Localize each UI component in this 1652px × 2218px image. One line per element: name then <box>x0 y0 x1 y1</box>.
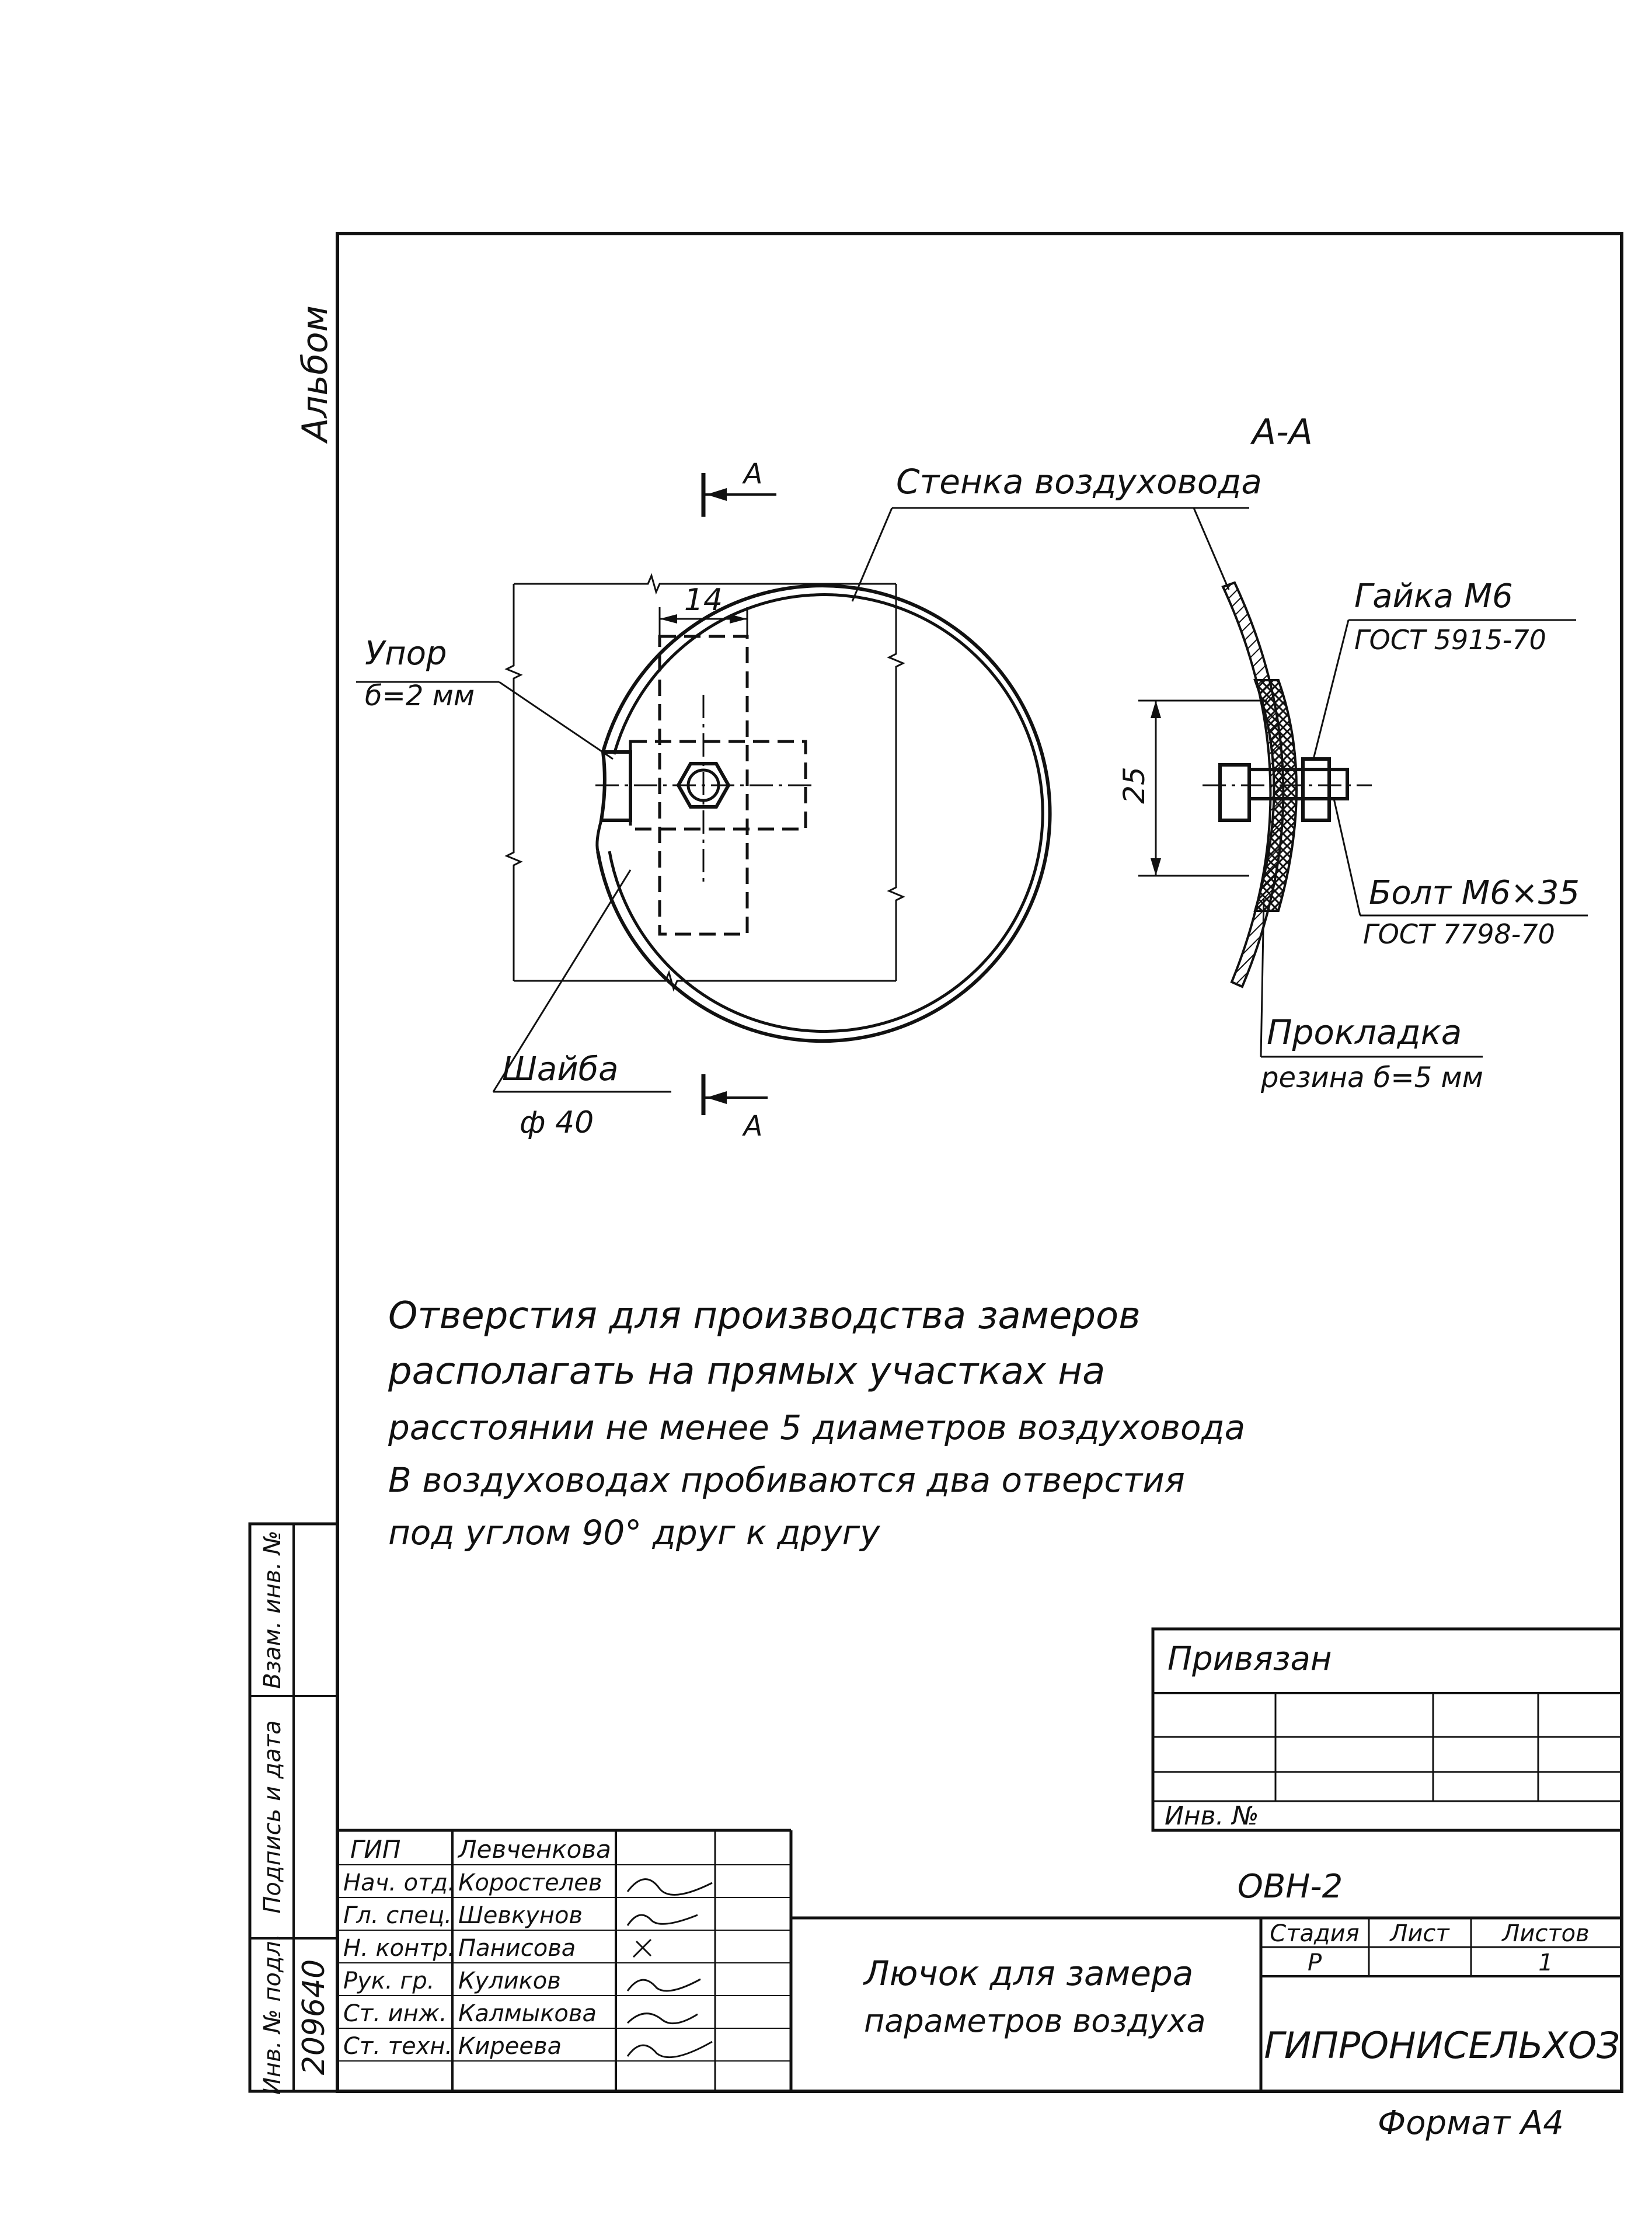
callout-gasket: Прокладка резина б=5 мм <box>1260 899 1483 1094</box>
slot-dashed <box>629 635 807 936</box>
sheet-label: Лист <box>1389 1920 1450 1947</box>
org-name: ГИПРОНИСЕЛЬХОЗ <box>1264 2024 1619 2067</box>
washer <box>595 584 1052 1043</box>
nut-plan <box>676 762 731 809</box>
signatures <box>626 1878 713 2059</box>
role-senior-eng: Ст. инж. <box>343 2000 447 2027</box>
note-line-3: расстоянии не менее 5 диаметров воздухов… <box>388 1408 1245 1447</box>
binding-title: Привязан <box>1167 1640 1332 1678</box>
stage-value: Р <box>1308 1949 1322 1976</box>
section-marker-top: А <box>701 458 776 517</box>
sheets-label: Листов <box>1501 1920 1589 1947</box>
drawing-frame <box>336 232 1623 2093</box>
name-group-head: Куликов <box>458 1968 561 1994</box>
bolt-shank <box>1247 768 1349 800</box>
name-norm-control: Панисова <box>458 1935 576 1962</box>
designation: ОВН-2 <box>1238 1868 1343 1906</box>
role-gip: ГИП <box>350 1835 400 1864</box>
cut-letter-top: А <box>742 458 763 490</box>
section-height-dimension: 25 <box>1117 699 1267 877</box>
note-line-5: под углом 90° друг к другу <box>388 1513 880 1552</box>
bolt-std: ГОСТ 7798-70 <box>1363 918 1555 950</box>
callout-stop: Упор б=2 мм <box>356 635 614 760</box>
name-head-dept: Коростелев <box>458 1869 602 1896</box>
role-norm-control: Н. контр. <box>343 1935 455 1962</box>
section-view: 25 <box>1117 581 1372 988</box>
nut-label: Гайка М6 <box>1354 577 1513 615</box>
binding-inv-label: Инв. № <box>1165 1801 1259 1831</box>
callout-nut: Гайка М6 ГОСТ 5915-70 <box>1312 577 1576 760</box>
gasket-section <box>1253 679 1298 912</box>
callout-washer: Шайба ф 40 <box>492 869 671 1140</box>
title-block: ГИП Левченкова Нач. отд. Коростелев Гл. … <box>337 1829 1622 2091</box>
note-line-1: Отверстия для производства замеров <box>388 1294 1141 1338</box>
section-marker-bottom: А <box>701 1074 768 1143</box>
stage-label: Стадия <box>1270 1920 1359 1947</box>
section-height-value: 25 <box>1117 767 1151 804</box>
name-senior-tech: Киреева <box>458 2033 562 2060</box>
bolt-label: Болт М6×35 <box>1369 874 1580 912</box>
cut-letter-bottom: А <box>742 1110 763 1143</box>
gasket-label: Прокладка <box>1267 1012 1462 1052</box>
note-line-2: располагать на прямых участках на <box>388 1350 1105 1393</box>
duct-wall-label: Стенка воздуховода <box>896 462 1262 502</box>
note-line-4: В воздуховодах пробиваются два отверстия <box>388 1460 1185 1500</box>
roles-grid <box>337 1830 791 2091</box>
wall-fragment <box>504 573 905 992</box>
notes-block: Отверстия для производства замеров распо… <box>388 1294 1245 1552</box>
stop-thickness: б=2 мм <box>365 680 475 712</box>
stamp-inv-orig: Инв. № подл. <box>259 1934 286 2095</box>
sheets-total-value: 1 <box>1538 1949 1553 1976</box>
bolt-head <box>1218 763 1251 822</box>
format-label: Формат А4 <box>1378 2104 1564 2142</box>
role-head-dept: Нач. отд. <box>343 1869 455 1896</box>
binding-block: Привязан Инв. № <box>1151 1627 1623 1832</box>
name-gip: Левченкова <box>457 1835 611 1864</box>
stamp-sign-date: Подпись и дата <box>259 1720 286 1913</box>
stamp-inv-number: 209640 <box>297 1959 332 2076</box>
stop-label: Упор <box>365 635 447 673</box>
side-stamp: Инв. № подл. Подпись и дата Взам. инв. №… <box>248 1522 339 2095</box>
nut-section <box>1301 757 1331 822</box>
slot-width-value: 14 <box>684 583 723 618</box>
callout-duct-wall: Стенка воздуховода <box>851 462 1262 602</box>
washer-diameter: ф 40 <box>520 1105 594 1140</box>
plan-view: 14 <box>504 573 1052 1043</box>
section-label: А-А <box>1250 412 1313 452</box>
nut-std: ГОСТ 5915-70 <box>1354 624 1546 656</box>
album-label: Альбом <box>295 305 336 444</box>
stamp-replace-inv: Взам. инв. № <box>259 1530 286 1689</box>
plan-centerlines <box>595 695 817 887</box>
callout-bolt: Болт М6×35 ГОСТ 7798-70 <box>1333 798 1588 950</box>
role-chief-spec: Гл. спец. <box>343 1902 452 1929</box>
name-senior-eng: Калмыкова <box>458 2000 597 2027</box>
stop-plate <box>599 750 632 822</box>
title-line-2: параметров воздуха <box>864 2003 1205 2039</box>
washer-label: Шайба <box>502 1050 618 1088</box>
slot-width-dimension: 14 <box>658 583 748 636</box>
gasket-spec: резина б=5 мм <box>1260 1061 1483 1094</box>
role-senior-tech: Ст. техн. <box>343 2033 452 2060</box>
title-line-1: Лючок для замера <box>863 1954 1193 1993</box>
role-group-head: Рук. гр. <box>343 1968 435 1994</box>
name-chief-spec: Шевкунов <box>458 1902 583 1929</box>
